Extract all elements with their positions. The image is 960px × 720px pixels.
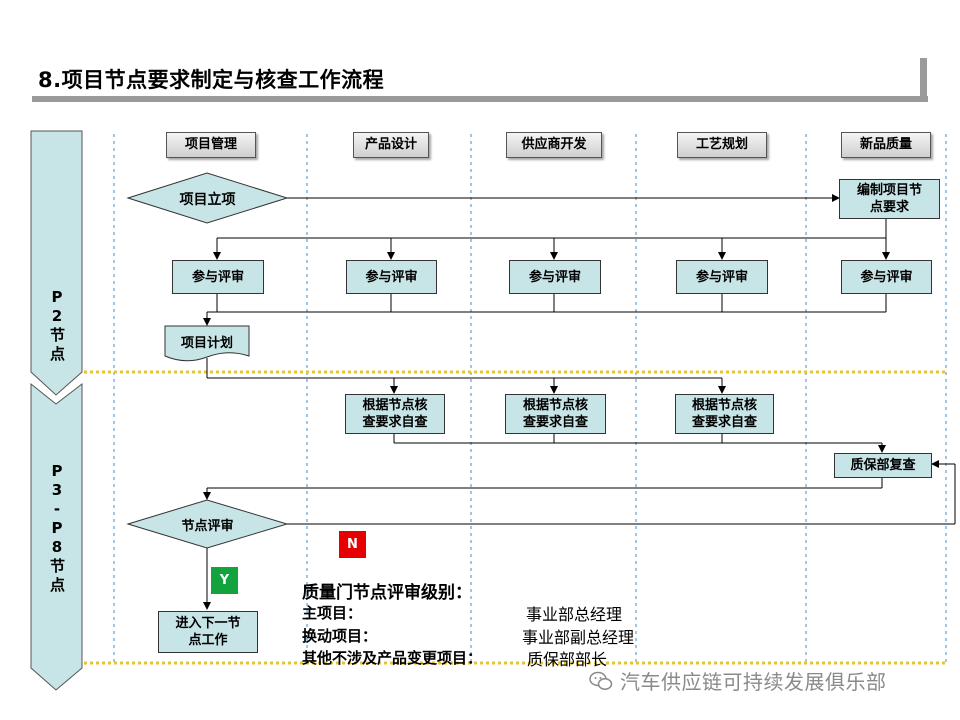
quality-gate-row-label: 换动项目： [302, 627, 378, 645]
quality-gate-row-label: 其他不涉及产品变更项目： [302, 649, 483, 667]
self-check-process-planning-line1: 根据节点核 [691, 398, 757, 413]
quality-gate-heading: 质量门节点评审级别： [302, 583, 472, 603]
review-box-supplier-development: 参与评审 [509, 260, 601, 294]
next-node-work-line2: 点工作 [188, 633, 228, 648]
self-check-product-design-line2: 查要求自查 [362, 415, 428, 430]
self-check-box-supplier-development: 根据节点核 查要求自查 [505, 394, 606, 434]
lane-header-new-product-quality: 新品质量 [841, 132, 931, 158]
next-node-work-line1: 进入下一节 [175, 616, 241, 631]
no-tag: N [339, 531, 366, 558]
quality-gate-row-label: 主项目： [302, 604, 363, 622]
quality-gate-row-value: 事业部总经理 [526, 605, 623, 624]
phase-p3p8-chevron [30, 382, 83, 691]
qa-recheck-box: 质保部复查 [834, 453, 932, 478]
lane-header-product-design: 产品设计 [353, 132, 429, 158]
page-title: 8.项目节点要求制定与核查工作流程 [38, 68, 385, 92]
project-plan-shape [164, 325, 250, 362]
review-box-project-management: 参与评审 [172, 260, 264, 294]
self-check-process-planning-line2: 查要求自查 [691, 415, 757, 430]
compile-node-requirements-line2: 点要求 [869, 200, 909, 215]
yes-tag: Y [211, 567, 238, 594]
lane-header-project-management: 项目管理 [166, 132, 256, 158]
self-check-product-design-line1: 根据节点核 [362, 398, 428, 413]
compile-node-requirements-box: 编制项目节 点要求 [839, 179, 940, 219]
watermark-text: 汽车供应链可持续发展俱乐部 [620, 670, 887, 694]
compile-node-requirements-line1: 编制项目节 [856, 183, 922, 198]
title-underline [32, 96, 928, 102]
self-check-supplier-development-line2: 查要求自查 [522, 415, 588, 430]
review-box-process-planning: 参与评审 [676, 260, 768, 294]
project-plan-label: 项目计划 [180, 336, 233, 351]
quality-gate-row-value: 质保部部长 [527, 650, 608, 669]
lane-header-supplier-development: 供应商开发 [506, 132, 602, 158]
title-side-bar [920, 58, 927, 102]
self-check-box-process-planning: 根据节点核 查要求自查 [675, 394, 774, 434]
review-box-new-product-quality: 参与评审 [841, 260, 932, 294]
phase-p2-chevron [30, 130, 83, 396]
self-check-box-product-design: 根据节点核 查要求自查 [345, 394, 445, 434]
self-check-supplier-development-line1: 根据节点核 [522, 398, 588, 413]
node-review-label: 节点评审 [181, 519, 234, 534]
quality-gate-row-value: 事业部副总经理 [522, 628, 635, 647]
lane-header-process-planning: 工艺规划 [677, 132, 767, 158]
phase-dividers [84, 370, 948, 665]
review-box-product-design: 参与评审 [346, 260, 437, 294]
lane-dividers [113, 134, 947, 665]
project-start-label: 项目立项 [179, 192, 236, 208]
next-node-work-box: 进入下一节 点工作 [158, 611, 258, 653]
wechat-icon [589, 671, 613, 690]
